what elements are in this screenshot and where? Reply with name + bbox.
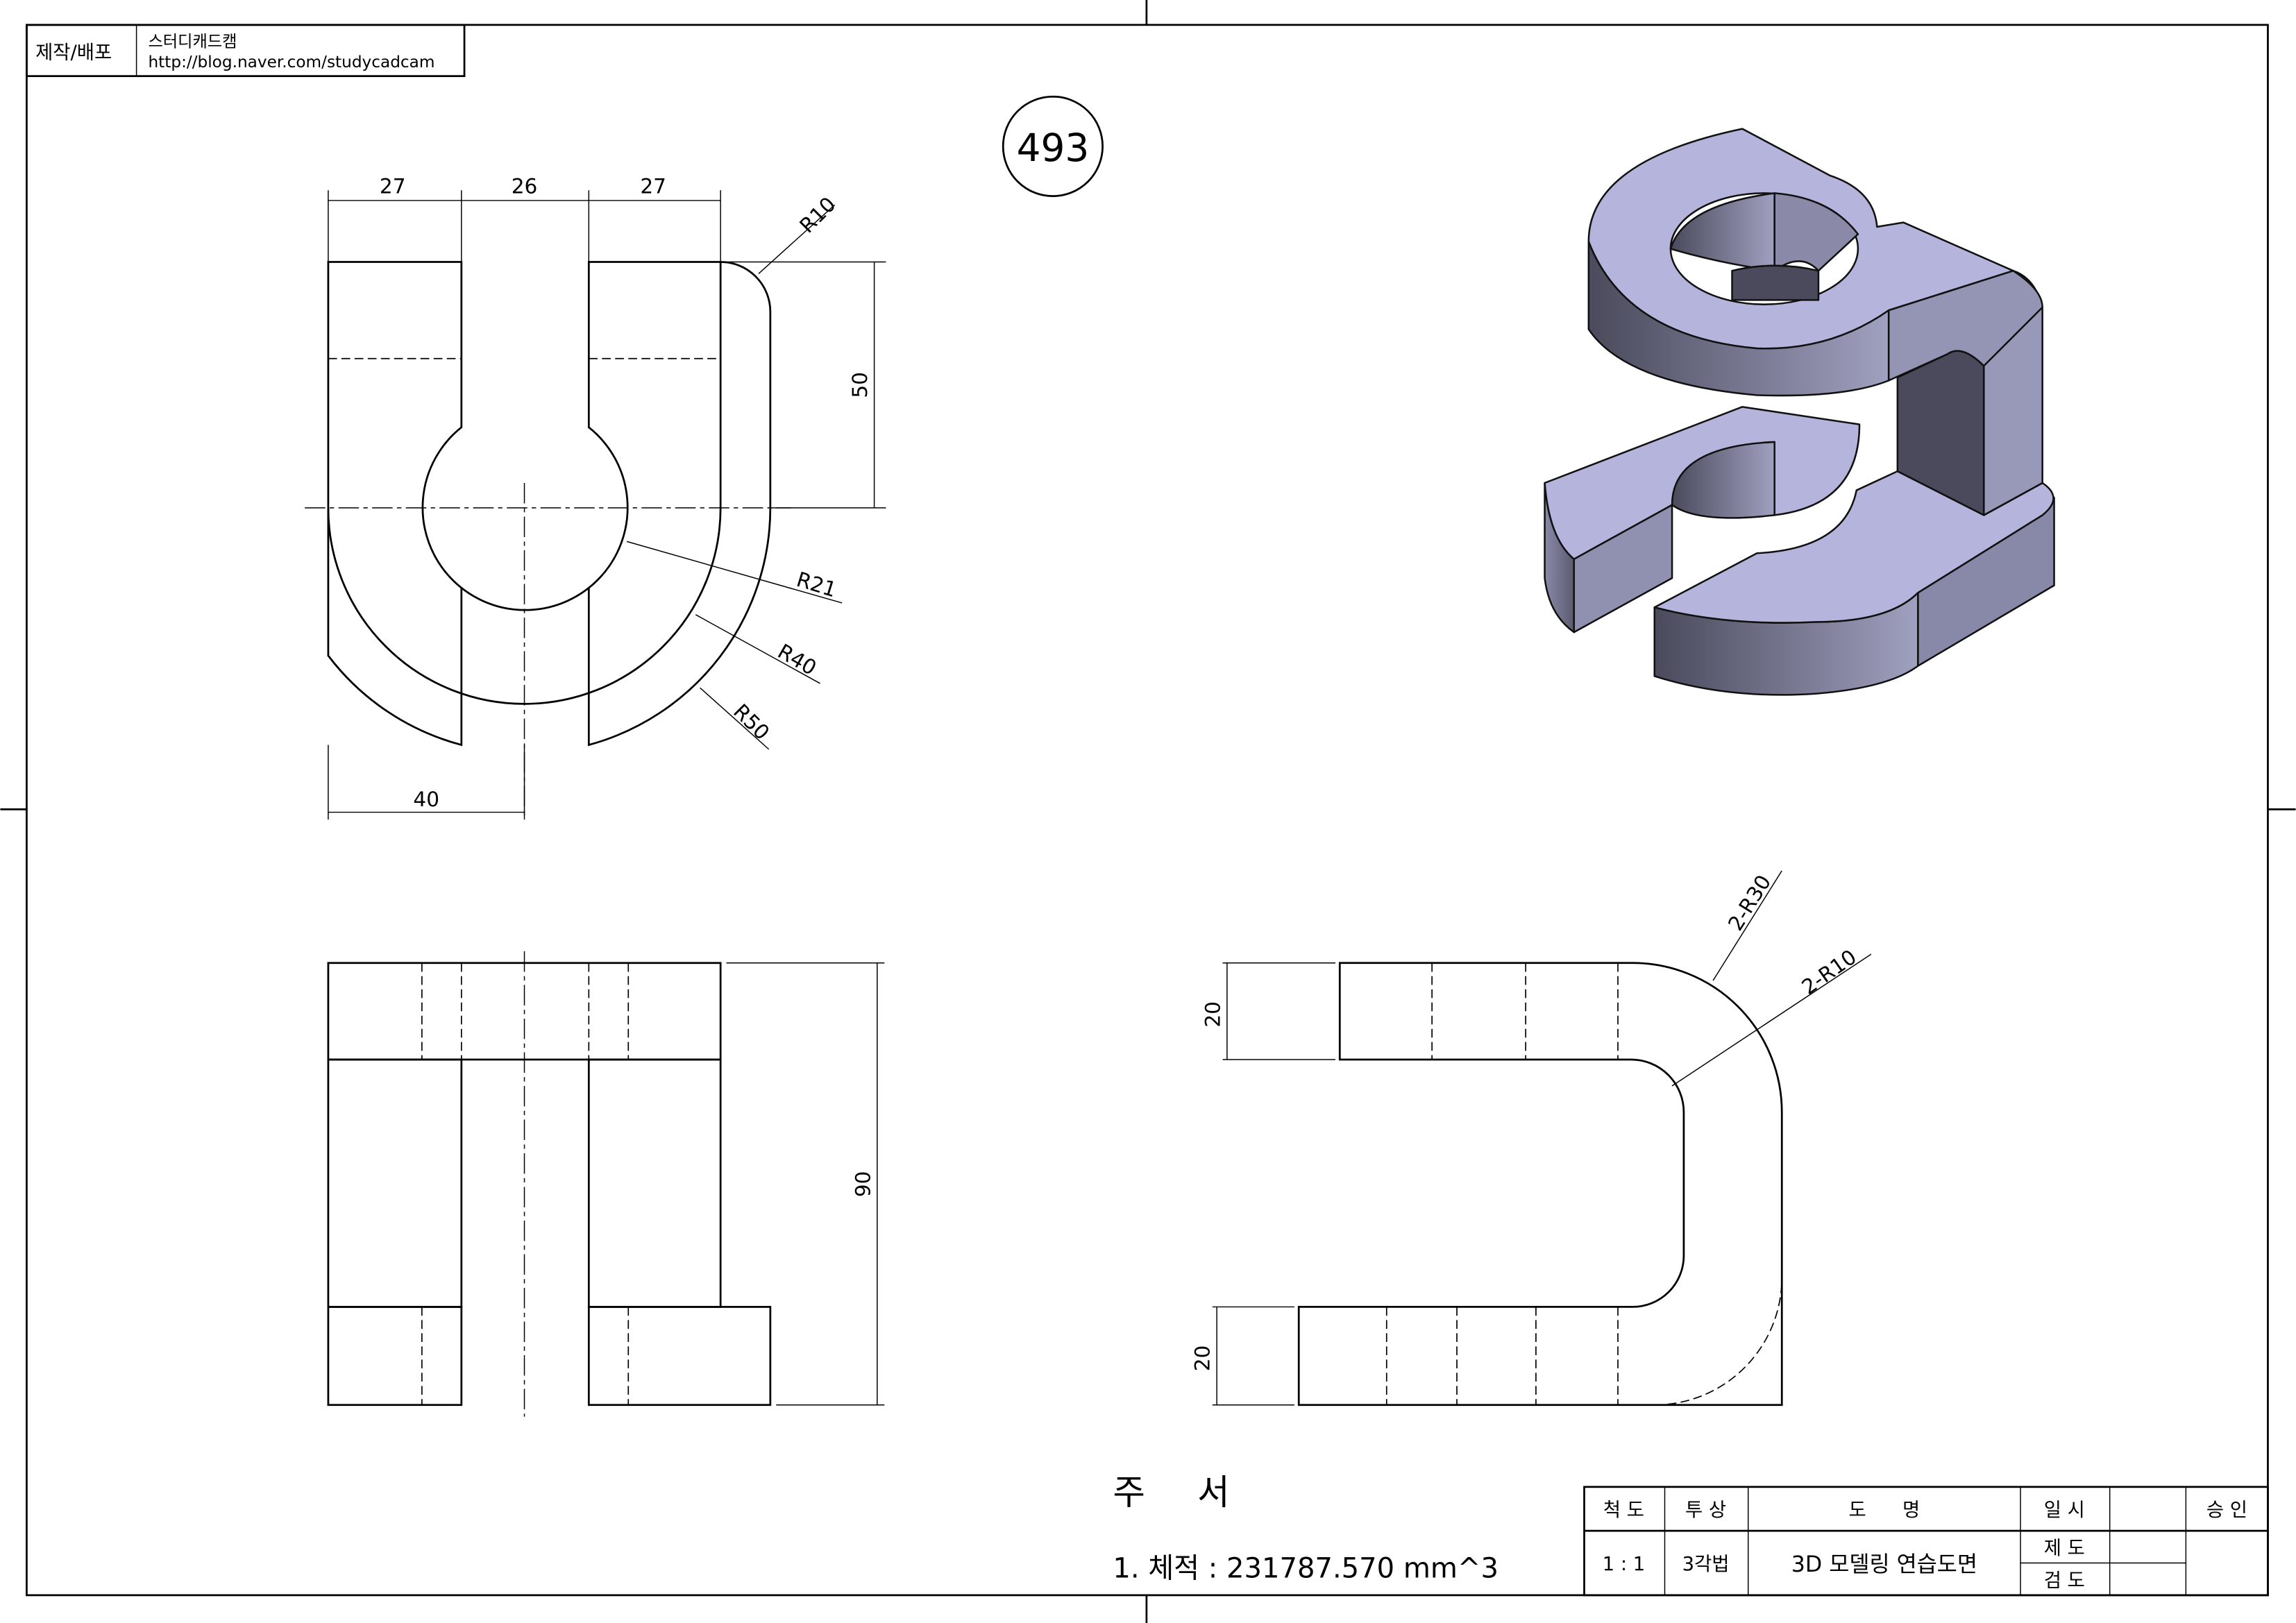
header-url[interactable]: http://blog.naver.com/studycadcam [148, 53, 434, 71]
dim-20-bottom: 20 [1191, 1345, 1215, 1372]
projection-value: 3각법 [1682, 1554, 1730, 1575]
header-author: 스터디캐드캠 [148, 32, 237, 51]
dim-90: 90 [851, 1171, 875, 1198]
side-view: 20 20 2-R30 2-R10 [1191, 870, 1872, 1407]
top-view: 27 26 27 R10 50 R21 R40 R50 40 [305, 174, 886, 820]
header-box: 제작/배포 스터디캐드캠 http://blog.naver.com/study… [26, 24, 466, 78]
dim-27-right: 27 [640, 174, 666, 198]
notes-volume: 1. 체적 : 231787.570 mm^3 [1113, 1553, 1499, 1585]
checked-label: 검 도 [2044, 1570, 2085, 1591]
dim-r21: R21 [794, 568, 839, 602]
drawing-name: 3D 모델링 연습도면 [1791, 1552, 1977, 1577]
dim-r10: R10 [795, 192, 841, 237]
dim-27-left: 27 [380, 174, 406, 198]
notes: 주 서 1. 체적 : 231787.570 mm^3 [1113, 1472, 1499, 1584]
drawing-number-balloon: 493 [1002, 95, 1104, 197]
title-block: 척 도 투 상 도 명 일 시 승 인 1 : 1 3각법 3D 모델링 연습도… [1583, 1486, 2269, 1597]
projection-label: 투 상 [1685, 1499, 1726, 1521]
header-label: 제작/배포 [35, 42, 112, 63]
notes-title: 주 서 [1113, 1472, 1250, 1513]
dim-r50: R50 [729, 699, 774, 745]
dim-40: 40 [413, 788, 439, 811]
scale-value: 1 : 1 [1603, 1554, 1646, 1575]
dim-r40: R40 [774, 639, 820, 679]
dim-20-top: 20 [1201, 1001, 1224, 1028]
dim-50: 50 [848, 372, 872, 398]
drawing-number: 493 [1017, 126, 1090, 170]
front-view: 90 [327, 951, 885, 1417]
name-label: 도 명 [1849, 1499, 1921, 1521]
isometric-view [1544, 128, 2055, 696]
dim-2-r10: 2-R10 [1798, 945, 1861, 999]
scale-label: 척 도 [1603, 1499, 1644, 1521]
date-label: 일 시 [2044, 1499, 2085, 1521]
dim-26: 26 [512, 174, 538, 198]
dim-2-r30: 2-R30 [1723, 871, 1775, 935]
drafted-label: 제 도 [2044, 1538, 2085, 1559]
approval-label: 승 인 [2206, 1499, 2247, 1521]
